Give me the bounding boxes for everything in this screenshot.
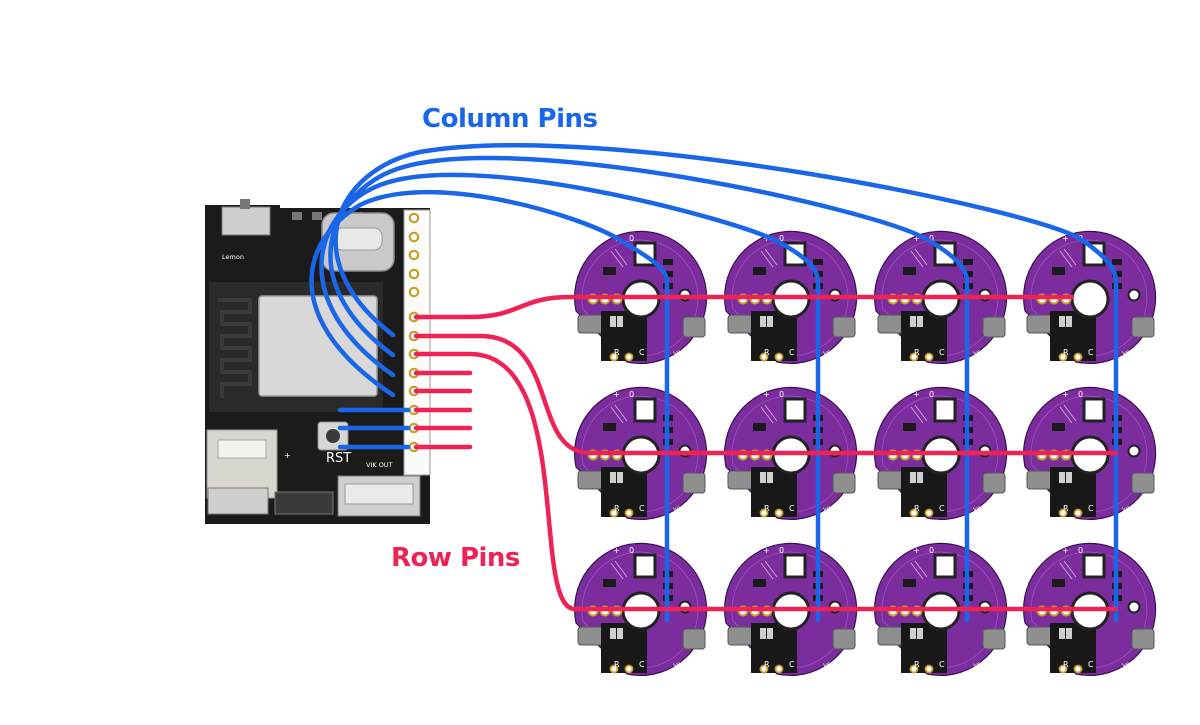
pcb-version-label: v0.3 (823, 505, 837, 513)
pcb-c-label: C (939, 660, 945, 669)
pcb-polarity-label: + (1062, 390, 1069, 399)
pcb-r-label: R (914, 504, 920, 513)
header-pin (408, 231, 420, 243)
polarity-label: + (284, 451, 291, 460)
pcb-r-label: R (1063, 348, 1069, 357)
header-pin (408, 212, 420, 224)
pcb-polarity-label: + (1062, 546, 1069, 555)
pcb-c-label: C (789, 660, 795, 669)
pcb-version-label: v0.3 (673, 349, 687, 357)
pcb-r-label: R (614, 348, 620, 357)
pcb-top-label: 0 (779, 390, 784, 399)
column-wire (333, 142, 1119, 623)
reset-label: RST (326, 451, 351, 466)
row-wire (413, 351, 1119, 612)
controller-board: Lemon + RST VI (205, 199, 431, 524)
pcb-c-label: C (1088, 660, 1094, 669)
column-pins-label: Column Pins (422, 104, 598, 134)
pcb-top-label: 0 (629, 390, 634, 399)
pcb-top-label: 0 (779, 234, 784, 243)
header-pin (408, 268, 420, 280)
row-wire (413, 294, 1075, 320)
pcb-top-label: 0 (629, 234, 634, 243)
pcb-version-label: v0.3 (973, 661, 987, 669)
pcb-top-label: 0 (1078, 546, 1083, 555)
row-wires (413, 294, 1119, 612)
pcb-version-label: v0.3 (1122, 505, 1136, 513)
pcb-c-label: C (639, 660, 645, 669)
pcb-r-label: R (914, 660, 920, 669)
vik-out-label: VIK OUT (366, 461, 393, 469)
pcb-version-label: v0.3 (973, 349, 987, 357)
pcb-r-label: R (614, 504, 620, 513)
pcb-version-label: v0.3 (973, 505, 987, 513)
pcb-top-label: 0 (929, 234, 934, 243)
pcb-c-label: C (939, 348, 945, 357)
pcb-c-label: C (639, 348, 645, 357)
pcb-c-label: C (1088, 504, 1094, 513)
header-pin (408, 286, 420, 298)
pcb-r-label: R (914, 348, 920, 357)
pcb-version-label: v0.3 (673, 505, 687, 513)
row-pins-label: Row Pins (391, 543, 520, 573)
row-wire (413, 333, 1119, 456)
pcb-polarity-label: + (613, 546, 620, 555)
pcb-version-label: v0.3 (1122, 661, 1136, 669)
pcb-top-label: 0 (929, 546, 934, 555)
board-brand-label: Lemon (222, 253, 244, 261)
pcb-r-label: R (1063, 504, 1069, 513)
pcb-polarity-label: + (763, 546, 770, 555)
pcb-polarity-label: + (913, 546, 920, 555)
pcb-c-label: C (639, 504, 645, 513)
pcb-polarity-label: + (763, 390, 770, 399)
pcb-r-label: R (764, 504, 770, 513)
pcb-top-label: 0 (629, 546, 634, 555)
pcb-top-label: 0 (1078, 390, 1083, 399)
pcb-version-label: v0.3 (673, 661, 687, 669)
header-pin (408, 249, 420, 261)
pcb-c-label: C (789, 504, 795, 513)
pcb-polarity-label: + (913, 390, 920, 399)
column-wire (328, 155, 970, 623)
pcb-top-label: 0 (779, 546, 784, 555)
pcb-version-label: v0.3 (1122, 349, 1136, 357)
pcb-c-label: C (789, 348, 795, 357)
pcb-polarity-label: + (1062, 234, 1069, 243)
pcb-r-label: R (1063, 660, 1069, 669)
pcb-version-label: v0.3 (823, 661, 837, 669)
pcb-r-label: R (764, 348, 770, 357)
column-wire (319, 172, 821, 623)
pcb-polarity-label: + (913, 234, 920, 243)
column-wire (309, 190, 670, 623)
column-wires (309, 142, 1119, 623)
pcb-top-label: 0 (929, 390, 934, 399)
pcb-version-label: v0.3 (823, 349, 837, 357)
pcb-r-label: R (764, 660, 770, 669)
pcb-c-label: C (939, 504, 945, 513)
pcb-polarity-label: + (613, 390, 620, 399)
pcb-r-label: R (614, 660, 620, 669)
pcb-c-label: C (1088, 348, 1094, 357)
